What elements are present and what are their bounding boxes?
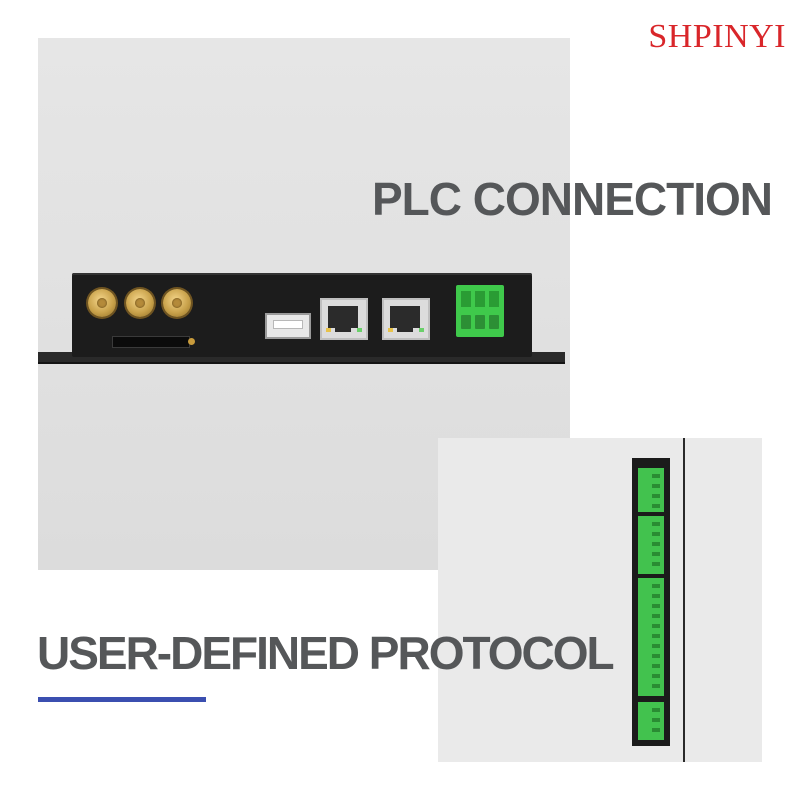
brand-logo: SHPINYI — [648, 18, 786, 55]
antenna-connector-icon — [163, 289, 191, 317]
antenna-connector-icon — [126, 289, 154, 317]
antenna-connector-icon — [88, 289, 116, 317]
sim-card-slot — [112, 336, 190, 348]
terminal-strip-icon — [638, 578, 664, 696]
ethernet-port-icon — [382, 298, 430, 340]
usb-port-icon — [265, 313, 311, 339]
terminal-strip-icon — [638, 702, 664, 740]
ethernet-port-icon — [320, 298, 368, 340]
terminal-strip-icon — [638, 516, 664, 574]
device-side-wall — [683, 438, 685, 762]
status-led-icon — [188, 338, 195, 345]
photo-panel-bottom — [438, 438, 762, 762]
gateway-device-front — [72, 273, 532, 357]
heading-plc-connection: PLC CONNECTION — [372, 173, 773, 225]
terminal-strip-icon — [638, 468, 664, 512]
terminal-block-icon — [456, 285, 504, 337]
accent-underline — [38, 697, 206, 702]
heading-user-defined-protocol: USER-DEFINED PROTOCOL — [37, 627, 615, 679]
gateway-device-side — [632, 458, 670, 746]
